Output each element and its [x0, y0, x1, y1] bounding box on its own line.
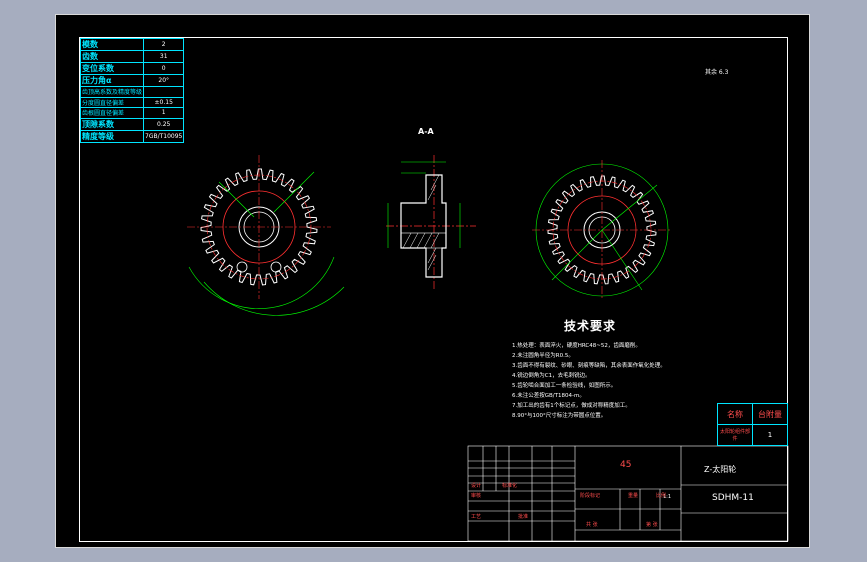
gear-drawings: [187, 155, 789, 542]
title-block-border: [467, 445, 789, 542]
design-label: 设计: [471, 483, 482, 489]
process-label: 工艺: [471, 514, 482, 520]
param-value: 20°: [143, 74, 185, 87]
gear-section-view: [386, 155, 476, 290]
angle-line: [601, 184, 658, 231]
gear-dimension-view: [532, 160, 672, 300]
review-label: 审核: [471, 493, 482, 499]
info-cell-name: 太阳轮组件部件: [717, 424, 753, 446]
drawing-frame: [79, 37, 788, 542]
roughness-note: 其余 6.3: [705, 69, 729, 76]
tech-requirement-item: 8.90°与100°尺寸标注为带圆点位置。: [512, 413, 607, 419]
scale-value: 1:1: [663, 494, 672, 500]
param-value: 7GB/T10095: [143, 129, 185, 143]
tech-requirement-item: 2.未注圆角半径为R0.5。: [512, 353, 574, 359]
title-block: 45 Z-太阳轮 SDHM-11 1:1 设计 标准化 审核 工艺 批准 阶段标…: [468, 446, 788, 541]
tech-requirement-item: 6.未注公差按GB/T1804-m。: [512, 393, 585, 399]
tech-requirement-item: 4.锐边倒角为C1，去毛刺锐边。: [512, 373, 591, 379]
gear-teeth-outline: [200, 168, 318, 286]
angle-line: [601, 229, 643, 291]
info-header-name: 名称: [717, 403, 753, 425]
dimension-arc: [188, 256, 335, 309]
part-info-table: 名称 台附量 太阳轮组件部件 1: [717, 403, 788, 446]
drawing-number: SDHM-11: [712, 493, 754, 503]
stage-mark-label: 阶段标记: [580, 493, 601, 499]
leader-line: [273, 171, 315, 213]
gear-front-view: [187, 155, 345, 316]
tech-requirement-item: 1.热处理：表面淬火，硬度HRC48~52，齿面磨削。: [512, 343, 641, 349]
section-view-label: A-A: [418, 127, 434, 136]
sheets-total-label: 共 张: [586, 522, 598, 528]
approve-label: 批准: [518, 514, 529, 520]
section-bore-hatch: [400, 232, 447, 249]
ratio-label: 比例: [656, 493, 667, 499]
title-block-grid: [467, 445, 789, 542]
section-hatch-lines: [402, 174, 440, 271]
tech-requirement-item: 7.加工出的齿有1个标记点，做成对称精度加工。: [512, 403, 631, 409]
angle-line: [551, 229, 603, 281]
tech-requirements-title: 技术要求: [564, 319, 617, 333]
dimension-arc: [203, 281, 345, 316]
material-label: 45: [620, 460, 632, 470]
standard-label: 标准化: [502, 483, 518, 489]
sheet-no-label: 第 张: [646, 522, 658, 528]
locating-hole: [236, 261, 248, 273]
info-header-qty: 台附量: [752, 403, 788, 425]
weight-label: 重量: [628, 493, 639, 499]
locating-hole: [270, 261, 282, 273]
info-cell-qty: 1: [752, 424, 788, 446]
tech-requirements-list: 1.热处理：表面淬火，硬度HRC48~52，齿面磨削。 2.未注圆角半径为R0.5…: [512, 341, 666, 421]
tech-requirement-item: 3.齿面不得有裂纹、砂眼、刻痕等缺陷，其余表面作氧化处理。: [512, 363, 666, 369]
leader-line: [218, 181, 255, 218]
part-name: Z-太阳轮: [704, 465, 737, 474]
tech-requirement-item: 5.齿轮啮合面加工一条检验线，如图所示。: [512, 383, 617, 389]
gear-teeth-outline: [547, 175, 657, 285]
